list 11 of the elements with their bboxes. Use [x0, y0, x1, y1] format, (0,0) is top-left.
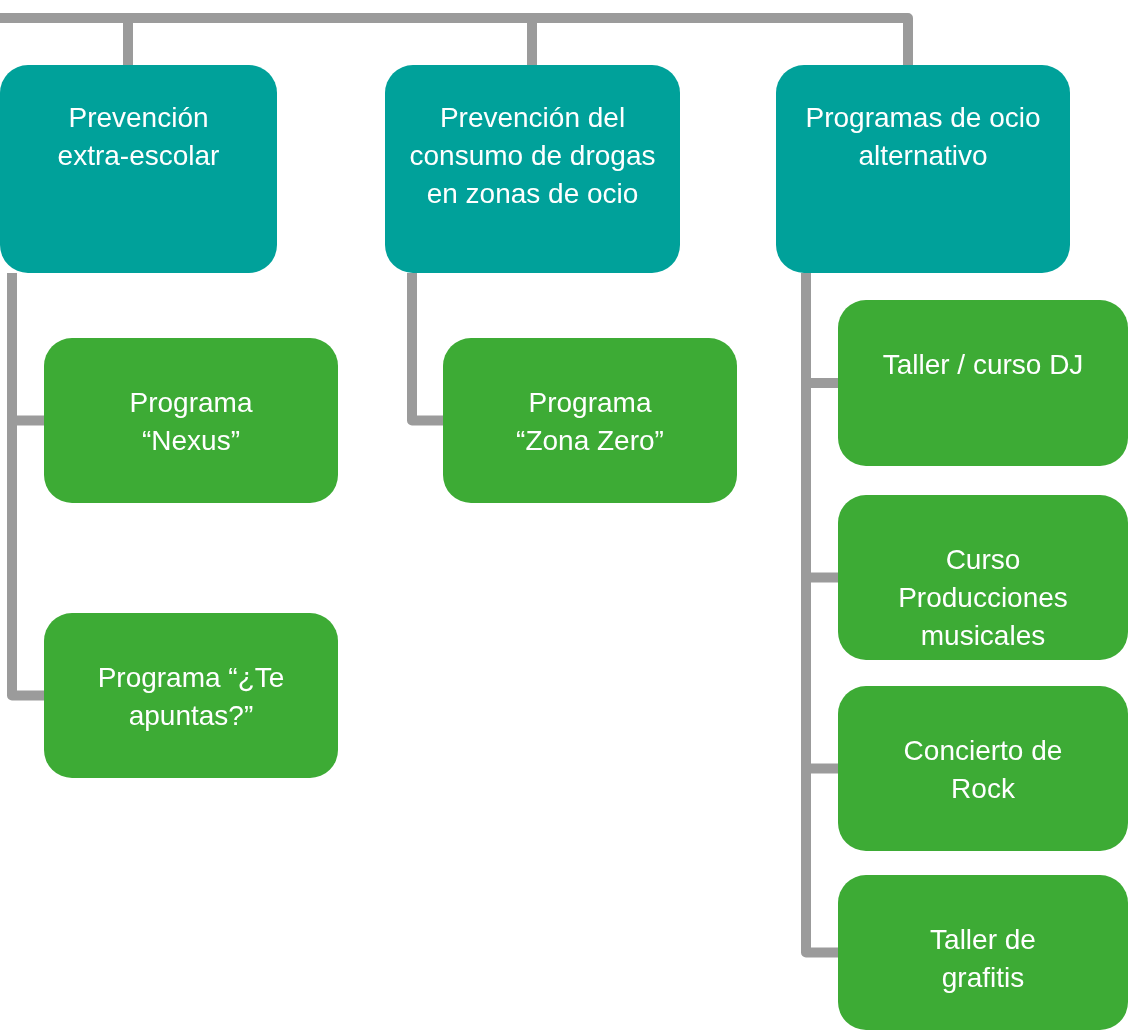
program-box: Programa “¿Te apuntas?” — [44, 613, 338, 778]
category-box: Prevención extra-escolar — [0, 65, 277, 273]
category-box: Programas de ocio alternativo — [776, 65, 1070, 273]
program-box: Curso Producciones musicales — [838, 495, 1128, 660]
connector-line — [407, 273, 443, 426]
program-box: Concierto de Rock — [838, 686, 1128, 851]
program-box: Programa “Nexus” — [44, 338, 338, 503]
category-box: Prevención del consumo de drogas en zonas de ocio — [385, 65, 680, 273]
program-box: Taller de grafitis — [838, 875, 1128, 1030]
program-box: Taller / curso DJ — [838, 300, 1128, 466]
program-box: Programa “Zona Zero” — [443, 338, 737, 503]
